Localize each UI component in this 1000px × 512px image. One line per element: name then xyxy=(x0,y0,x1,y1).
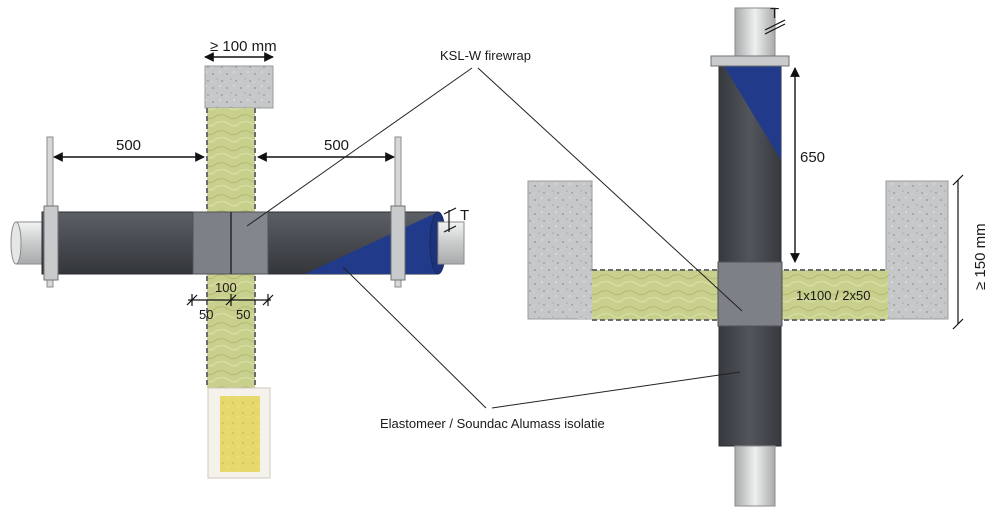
wrap-width-label: 100 xyxy=(215,280,237,295)
floor-min-thickness-label: ≥ 150 mm xyxy=(972,223,989,290)
insulation-blue-cut-vertical xyxy=(719,58,781,160)
pipe-clamp-top xyxy=(710,55,790,67)
wall-board-core xyxy=(220,396,260,472)
insulation-callout-label: Elastomeer / Soundac Alumass isolatie xyxy=(380,416,605,431)
left-distance-label: 500 xyxy=(116,137,141,154)
right-distance-label: 500 xyxy=(324,137,349,154)
bare-pipe-top xyxy=(734,7,776,61)
wrap-half-right-label: 50 xyxy=(236,307,250,322)
thickness-label-right: T xyxy=(770,5,779,22)
pipe-clamp-right xyxy=(390,205,406,281)
firewrap-vertical xyxy=(717,261,783,327)
wall-min-thickness-label: ≥ 100 mm xyxy=(210,38,277,55)
insulation-leader-left xyxy=(342,266,487,409)
firewrap-horizontal xyxy=(192,211,269,275)
thickness-label-left: T xyxy=(460,207,469,224)
height-650-label: 650 xyxy=(800,149,825,166)
vertical-pipe xyxy=(710,7,790,507)
floor-concrete-right xyxy=(885,180,949,320)
floor-fill-label: 1x100 / 2x50 xyxy=(796,288,870,303)
wrap-half-left-label: 50 xyxy=(199,307,213,322)
firewrap-leader-right xyxy=(477,67,743,312)
pipe-clamp-left xyxy=(43,205,59,281)
floor-concrete-left-ledge xyxy=(578,270,592,319)
firewrap-leader-left xyxy=(246,67,473,227)
insulation-leader-right xyxy=(491,371,741,409)
bare-pipe-bottom xyxy=(734,445,776,507)
wall-concrete-block xyxy=(204,65,274,109)
firewrap-callout-label: KSL-W firewrap xyxy=(440,48,531,63)
wall-section xyxy=(204,65,274,479)
